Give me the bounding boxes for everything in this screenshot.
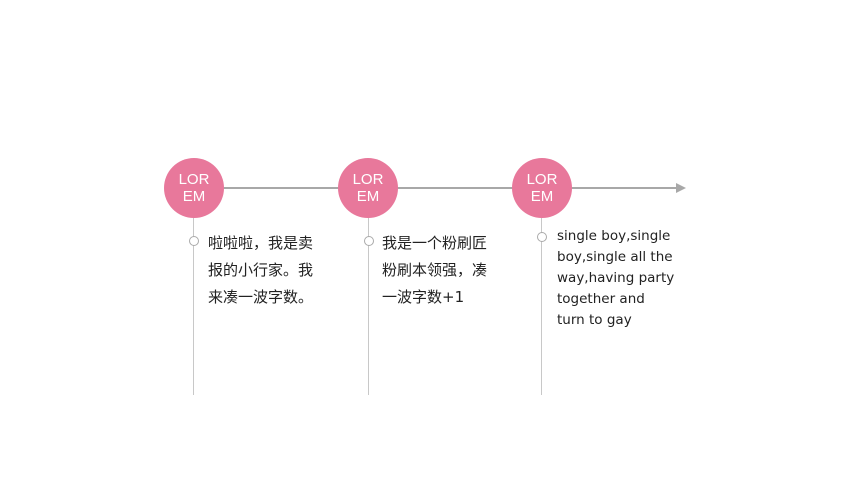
node-label: LOREM: [178, 171, 210, 205]
arrow-head-icon: [676, 183, 686, 193]
node-label: LOREM: [526, 171, 558, 205]
connector-line: [368, 216, 369, 395]
item-description: 啦啦啦，我是卖报的小行家。我来凑一波字数。: [208, 234, 314, 306]
timeline-node: LOREM: [338, 158, 398, 218]
bullet-dot-icon: [189, 236, 199, 246]
node-label: LOREM: [352, 171, 384, 205]
connector-line: [193, 216, 194, 395]
timeline-axis: [194, 187, 678, 189]
bullet-dot-icon: [364, 236, 374, 246]
connector-line: [541, 216, 542, 395]
timeline-node: LOREM: [512, 158, 572, 218]
item-description: single boy,single boy,single all the way…: [557, 228, 675, 328]
timeline-node: LOREM: [164, 158, 224, 218]
bullet-dot-icon: [537, 232, 547, 242]
item-description: 我是一个粉刷匠粉刷本领强，凑一波字数+1: [382, 234, 488, 306]
